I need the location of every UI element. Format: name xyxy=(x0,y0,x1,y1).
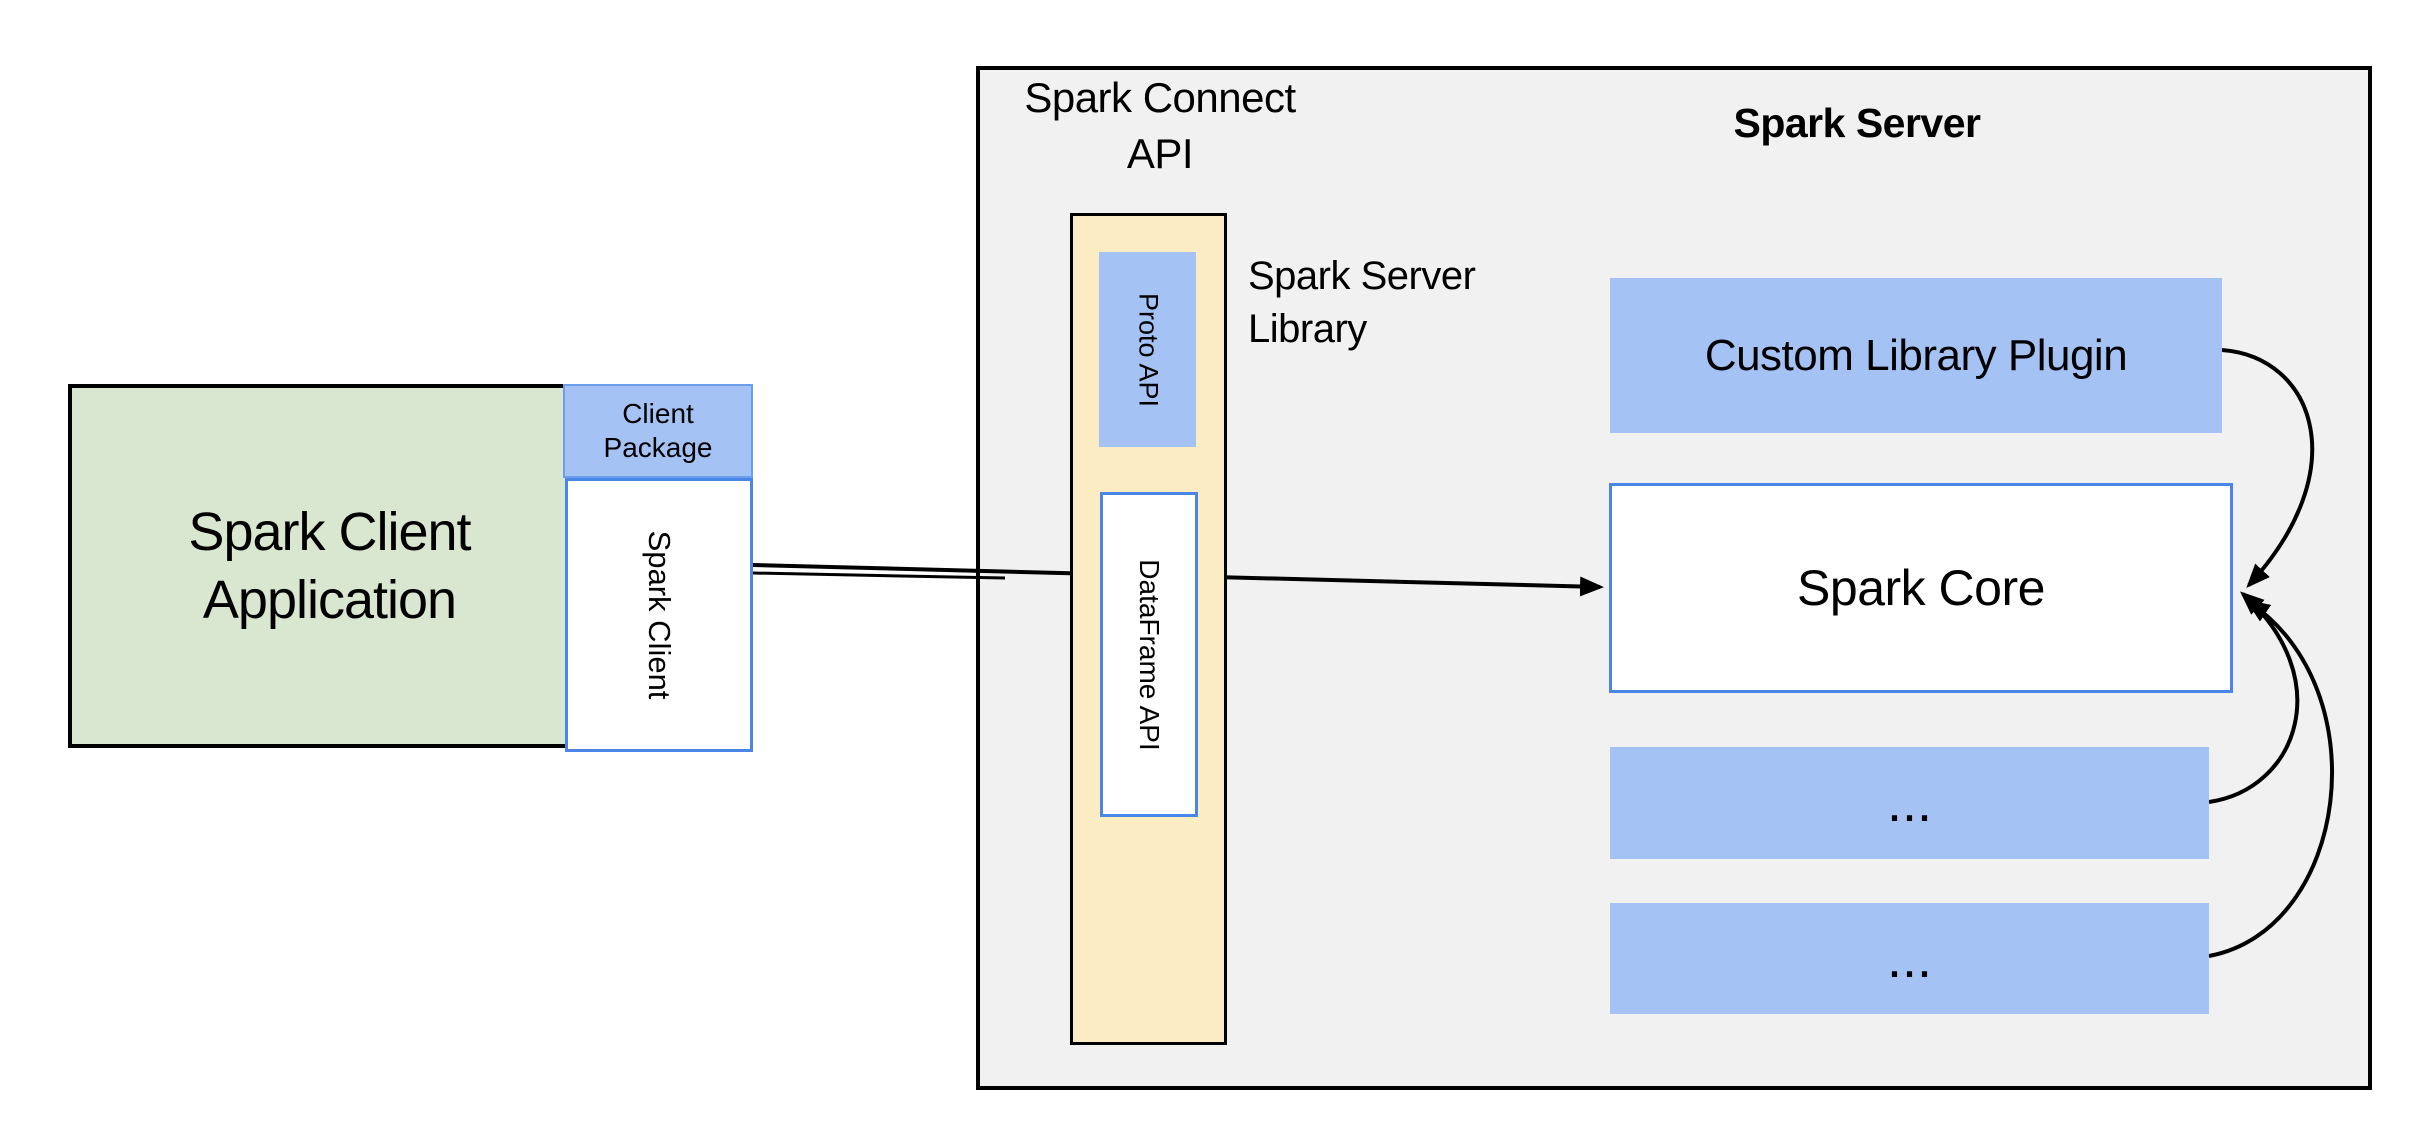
dataframe-api-label: DataFrame API xyxy=(1134,558,1165,751)
spark-client-application-label-line1: Spark Client xyxy=(188,502,471,562)
spark-server-library-caption-line1: Spark Server xyxy=(1248,254,1476,298)
spark-connect-api-title-line1: Spark Connect xyxy=(1024,74,1296,121)
client-package-box: Client Package xyxy=(563,384,753,478)
custom-library-plugin-box: Custom Library Plugin xyxy=(1610,278,2222,433)
spark-server-library-caption: Spark Server Library xyxy=(1248,250,1608,356)
spark-server-library-bar xyxy=(1070,213,1227,1045)
dataframe-api-box: DataFrame API xyxy=(1100,492,1198,817)
client-package-label-line1: Client xyxy=(622,398,694,429)
spark-client-application-box: Spark Client Application xyxy=(68,384,591,748)
client-to-server-arrow-shadow xyxy=(752,571,1006,580)
server-module-placeholder-box-1: ... xyxy=(1610,747,2209,859)
server-module-placeholder-box-2: ... xyxy=(1610,903,2209,1014)
server-module-placeholder-label-2: ... xyxy=(1886,928,1932,989)
custom-library-plugin-label: Custom Library Plugin xyxy=(1704,330,2128,380)
server-module-placeholder-label-1: ... xyxy=(1886,773,1932,833)
spark-core-label: Spark Core xyxy=(1797,560,2045,616)
spark-client-box: Spark Client xyxy=(565,478,753,752)
spark-server-title: Spark Server xyxy=(1733,100,1981,146)
spark-connect-api-title: Spark Connect API xyxy=(1000,70,1320,182)
spark-server-library-caption-line2: Library xyxy=(1248,307,1367,351)
proto-api-label: Proto API xyxy=(1133,292,1163,407)
spark-client-label: Spark Client xyxy=(642,530,677,700)
spark-connect-api-title-line2: API xyxy=(1126,130,1194,177)
proto-api-box: Proto API xyxy=(1099,252,1196,447)
client-package-label-line2: Package xyxy=(603,432,713,463)
spark-client-application-label-line2: Application xyxy=(202,570,457,630)
spark-core-box: Spark Core xyxy=(1609,483,2233,693)
